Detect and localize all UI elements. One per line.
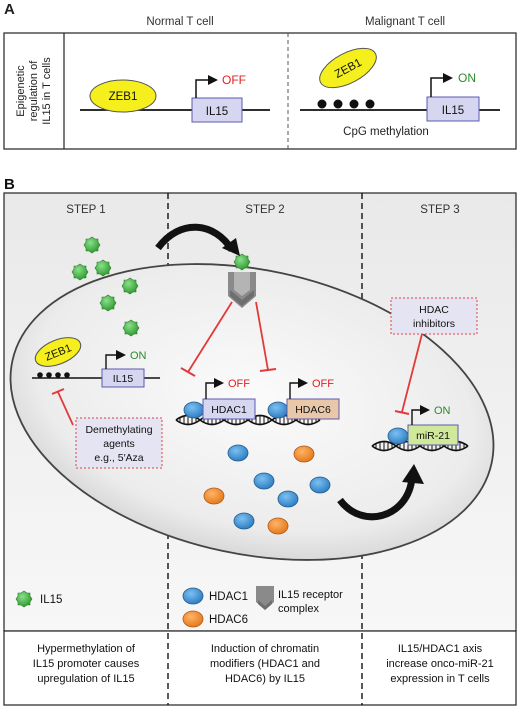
step2-hdac6-box: [286, 398, 340, 420]
legend-hdac6-icon: [182, 610, 204, 628]
svg-text:modifiers (HDAC1 and: modifiers (HDAC1 and: [210, 658, 320, 670]
step1-cpg-dots: [37, 372, 70, 378]
step2-hdac1-label: HDAC1: [211, 404, 247, 416]
malignant-on-label: ON: [458, 71, 476, 85]
step1-il15-box: [101, 368, 145, 388]
svg-text:HDAC6) by IL15: HDAC6) by IL15: [225, 673, 305, 685]
demethylating-agents-box: [75, 417, 163, 469]
svg-text:IL15 promoter causes: IL15 promoter causes: [33, 658, 140, 670]
panel-a-y-label: Epigenetic regulation of IL15 in T cells: [15, 57, 53, 125]
malignant-il15-box: [426, 96, 480, 122]
legend-hdac1-icon: [182, 587, 204, 605]
demethylating-line2: agents: [103, 438, 135, 450]
legend-receptor-line2: complex: [278, 603, 319, 615]
svg-text:Epigenetic: Epigenetic: [15, 65, 27, 117]
panel-b-letter: B: [4, 176, 15, 193]
svg-text:upregulation of IL15: upregulation of IL15: [37, 673, 134, 685]
summary-step-3: IL15/HDAC1 axis increase onco-miR-21 exp…: [386, 643, 494, 685]
normal-promoter-arrow: [195, 75, 218, 98]
step2-off-label-1: OFF: [228, 378, 250, 390]
normal-zeb1-oval: [89, 79, 157, 113]
normal-il15-label: IL15: [206, 106, 228, 118]
svg-text:IL15/HDAC1 axis: IL15/HDAC1 axis: [398, 643, 483, 655]
panel-a-letter: A: [4, 1, 15, 18]
legend-hdac1-label: HDAC1: [209, 591, 248, 603]
legend-receptor-line1: IL15 receptor: [278, 589, 343, 601]
demethylating-line3: e.g., 5′Aza: [94, 452, 143, 464]
step1-inhibition-line: [57, 391, 74, 426]
svg-text:Induction of chromatin: Induction of chromatin: [211, 643, 319, 655]
svg-text:regulation of: regulation of: [28, 60, 40, 121]
step-1-title: STEP 1: [66, 204, 105, 216]
malignant-zeb1-oval: ZEB1: [319, 47, 377, 89]
svg-text:Hypermethylation of: Hypermethylation of: [37, 643, 136, 655]
cpg-methylation-label: CpG methylation: [343, 126, 429, 138]
step2-off-label-2: OFF: [312, 378, 334, 390]
hdac-molecules: [203, 444, 331, 535]
step3-inhibition-line: [401, 333, 423, 413]
legend-il15-label: IL15: [40, 594, 62, 606]
normal-zeb1-label: ZEB1: [109, 91, 138, 103]
hdac-inhibitors-line1: HDAC: [419, 304, 449, 316]
step2-hdac1-arrow: [205, 378, 224, 399]
hdac1-to-mir21-arrow: [337, 477, 416, 521]
summary-row: [3, 630, 517, 706]
step-3-title: STEP 3: [420, 204, 459, 216]
step2-inhibition-hdac6: [255, 301, 269, 371]
step2-hdac1-box: [202, 398, 256, 420]
step2-hdac6-arrow: [289, 378, 308, 399]
step2-hdac6-label: HDAC6: [295, 404, 331, 416]
step2-hdac1-bound: [183, 401, 205, 419]
malignant-t-cell-title: Malignant T cell: [364, 16, 446, 28]
mir21-label: miR-21: [416, 430, 450, 442]
svg-text:increase onco-miR-21: increase onco-miR-21: [386, 658, 494, 670]
summary-step-2: Induction of chromatin modifiers (HDAC1 …: [210, 643, 320, 685]
mir21-box: [407, 424, 459, 446]
step1-promoter-arrow: [105, 350, 126, 369]
il15-binding-arrow: [155, 223, 235, 252]
step2-inhibition-hdac1: [187, 301, 233, 373]
step3-promoter-arrow: [411, 405, 430, 425]
normal-il15-box: [191, 97, 243, 123]
svg-text:expression in T cells: expression in T cells: [390, 673, 490, 685]
demethylating-line1: Demethylating: [85, 424, 152, 436]
cpg-dots: [317, 99, 375, 109]
step1-zeb1-oval: [34, 337, 82, 367]
malignant-promoter-arrow: [430, 73, 453, 97]
normal-t-cell-title: Normal T cell: [146, 16, 214, 28]
step2-hdac6-bound: [267, 401, 289, 419]
step1-il15-label: IL15: [113, 373, 134, 385]
step1-on-label: ON: [130, 350, 147, 362]
hdac-inhibitors-box: [390, 297, 478, 335]
legend-il15-icon: [15, 590, 33, 608]
step3-hdac1-bound: [387, 427, 409, 445]
step-2-title: STEP 2: [245, 204, 284, 216]
panel-a-frame: [3, 32, 517, 150]
step3-on-label: ON: [434, 405, 451, 417]
il15-binding-arrowhead: [222, 238, 240, 256]
legend-hdac6-label: HDAC6: [209, 614, 248, 626]
normal-off-label: OFF: [222, 73, 246, 87]
summary-step-1: Hypermethylation of IL15 promoter causes…: [33, 643, 140, 685]
malignant-il15-label: IL15: [442, 105, 464, 117]
hdac-inhibitors-line2: inhibitors: [413, 318, 455, 330]
hdac1-to-mir21-arrowhead: [402, 464, 424, 484]
svg-text:IL15 in T cells: IL15 in T cells: [41, 57, 53, 125]
